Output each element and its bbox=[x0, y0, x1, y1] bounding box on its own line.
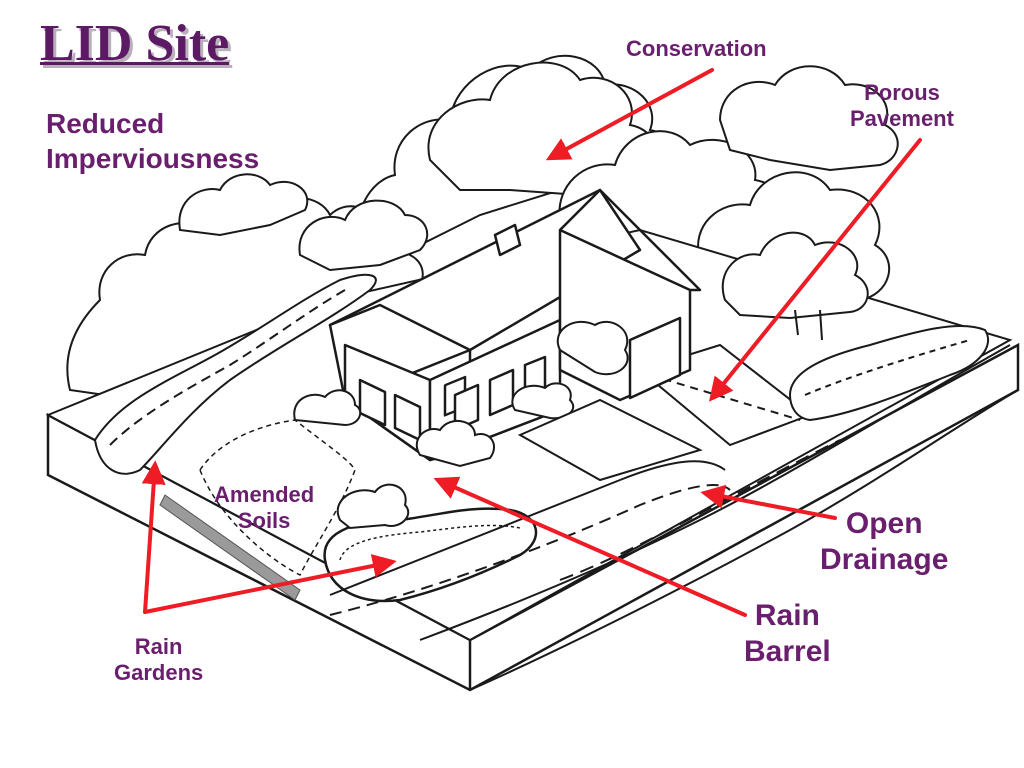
label-rain-gardens-line-2: Gardens bbox=[114, 660, 204, 686]
label-amended-soils-line-2: Soils bbox=[237, 508, 291, 534]
foundation-shrubs bbox=[293, 320, 629, 468]
walkway bbox=[517, 398, 703, 482]
subtitle-line-2: Imperviousness bbox=[46, 143, 260, 174]
label-porous-pavement-line-1: Porous bbox=[864, 80, 940, 105]
label-rain-barrel: Rain Barrel bbox=[744, 598, 831, 670]
label-porous-pavement-line-2: Pavement bbox=[850, 106, 954, 132]
subtitle-line-1: Reduced bbox=[46, 108, 165, 139]
label-rain-barrel-line-2: Barrel bbox=[744, 635, 831, 668]
arrow-open-drainage bbox=[700, 484, 837, 520]
arrow-rain-garden-front bbox=[143, 554, 397, 614]
slide-title: LID Site bbox=[40, 15, 230, 72]
amended-soils-region bbox=[199, 419, 356, 577]
label-open-drainage-line-1: Open bbox=[845, 507, 923, 540]
arrow-conservation bbox=[545, 68, 714, 161]
label-open-drainage-line-2: Drainage bbox=[820, 543, 949, 576]
label-amended-soils: Amended Soils bbox=[214, 482, 314, 535]
label-open-drainage: Open Drainage bbox=[820, 506, 948, 578]
arrow-porous-pavement bbox=[708, 138, 922, 402]
callout-arrows bbox=[141, 68, 922, 617]
label-rain-barrel-line-1: Rain bbox=[754, 599, 820, 632]
label-conservation: Conservation bbox=[626, 36, 767, 61]
label-amended-soils-line-1: Amended bbox=[214, 482, 315, 507]
arrow-rain-garden-left bbox=[141, 460, 166, 614]
label-rain-gardens-line-1: Rain bbox=[134, 634, 183, 659]
right-garden bbox=[788, 324, 990, 422]
right-tree bbox=[721, 231, 869, 341]
arrow-rain-barrel bbox=[433, 476, 747, 617]
label-porous-pavement: Porous Pavement bbox=[850, 80, 954, 133]
drainage-swale bbox=[329, 344, 1019, 691]
label-rain-gardens: Rain Gardens bbox=[114, 634, 203, 687]
slide-subtitle: Reduced Imperviousness bbox=[46, 106, 259, 176]
